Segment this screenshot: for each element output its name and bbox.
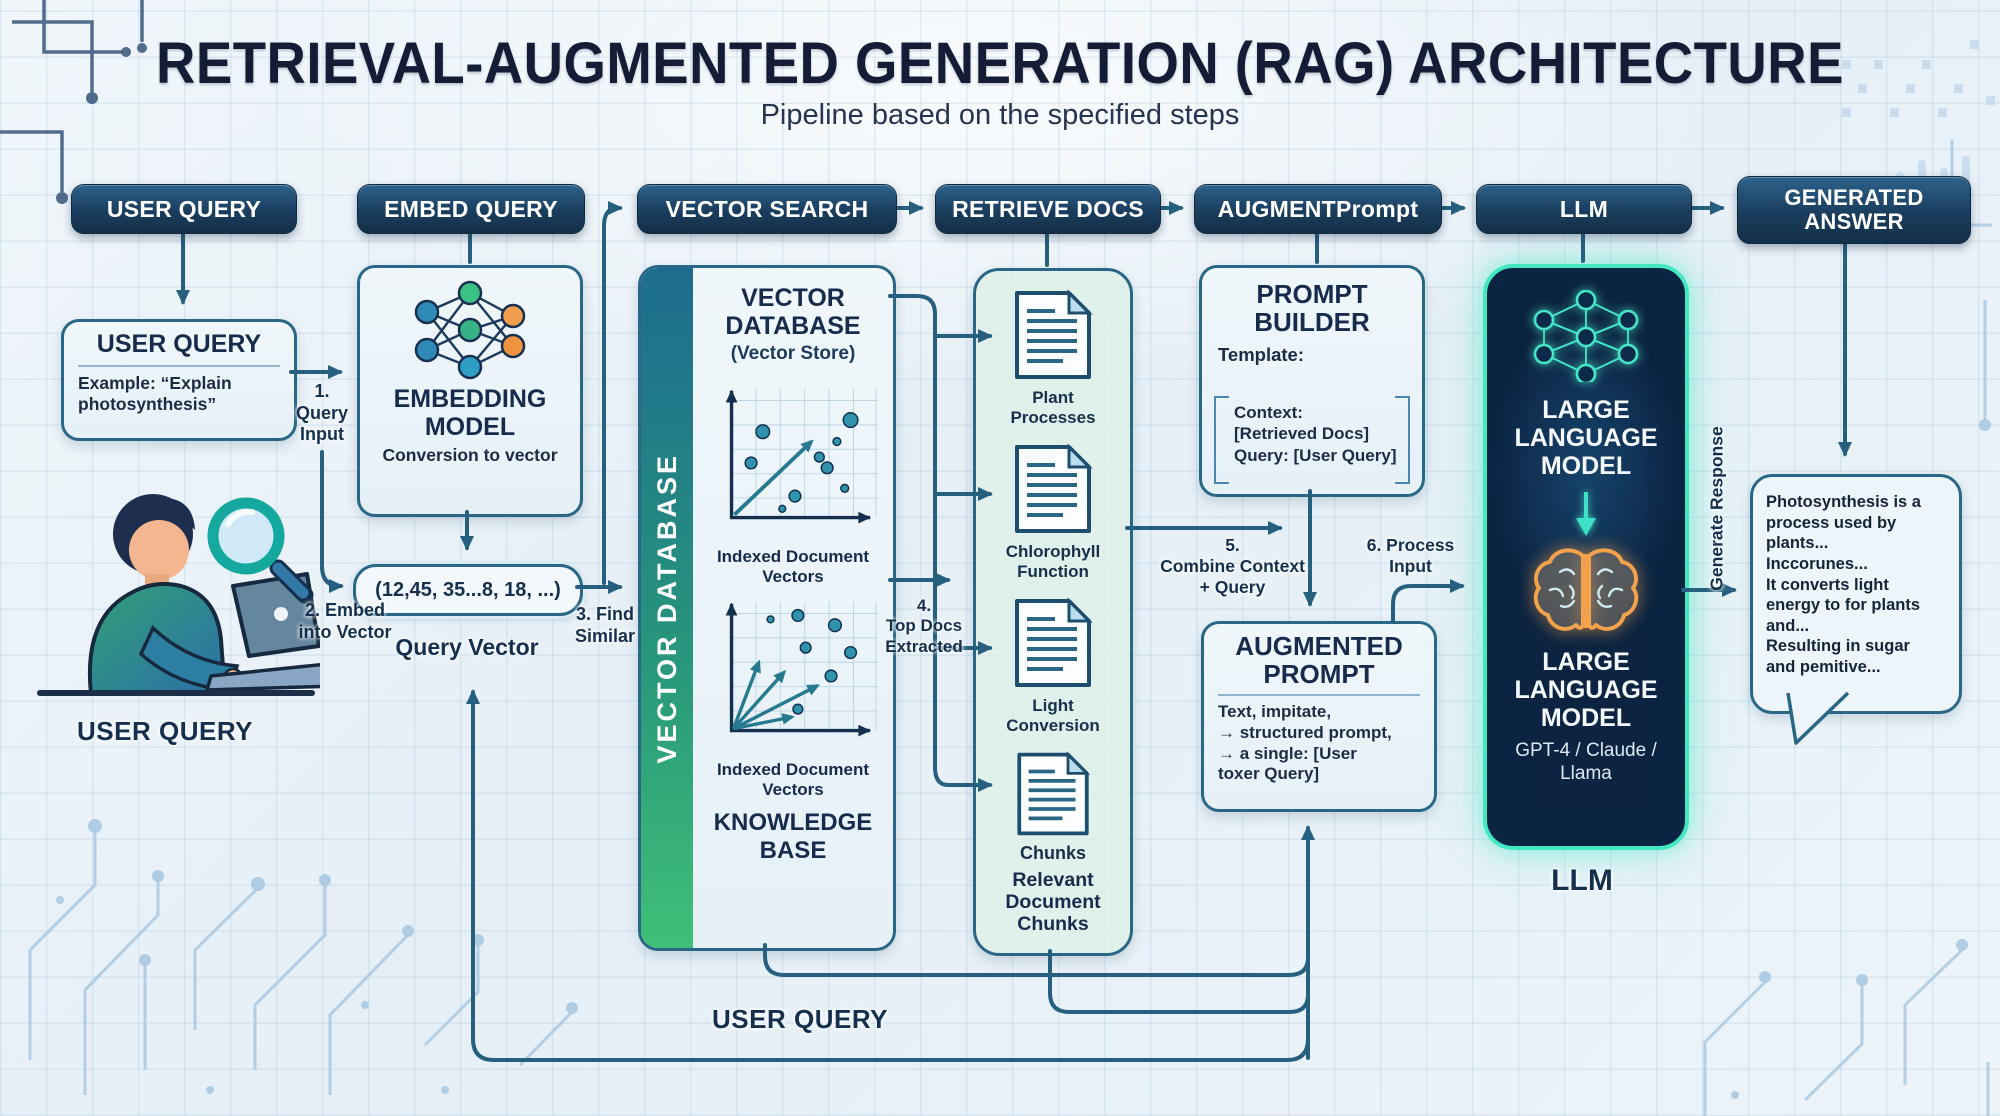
doc-label-1: Plant Processes bbox=[1010, 388, 1096, 427]
augmented-prompt-box: AUGMENTED PROMPT Text, impitate, → struc… bbox=[1201, 621, 1437, 812]
prompt-builder-box: PROMPT BUILDER Template: Context: [Retri… bbox=[1199, 265, 1425, 497]
bubble-tail bbox=[1786, 691, 1850, 745]
user-query-box-title: USER QUERY bbox=[96, 330, 262, 358]
page-title: RETRIEVAL-AUGMENTED GENERATION (RAG) ARC… bbox=[156, 31, 1844, 96]
person-at-laptop-icon bbox=[37, 494, 320, 696]
flow-label-step3: 3. Find Similar bbox=[574, 604, 636, 646]
pipeline-step-user-query: USER QUERY bbox=[71, 184, 297, 234]
llm-name-bottom: LARGE LANGUAGE MODEL bbox=[1514, 648, 1658, 732]
document-icon bbox=[1015, 443, 1093, 534]
doc-label-4: Chunks bbox=[1019, 843, 1086, 864]
llm-name-top: LARGE LANGUAGE MODEL bbox=[1514, 396, 1658, 480]
arrow-down-icon bbox=[1576, 492, 1596, 536]
document-icon bbox=[1017, 751, 1091, 836]
query-vector-label: Query Vector bbox=[395, 634, 539, 660]
neural-network-icon bbox=[414, 280, 526, 380]
user-query-example: Example: “Explain photosynthesis” bbox=[78, 373, 232, 414]
doc-label-3: Light Conversion bbox=[1006, 696, 1100, 735]
person-caption: USER QUERY bbox=[77, 716, 253, 746]
vector-database-title: VECTOR DATABASE bbox=[725, 284, 861, 340]
retrieved-docs-container: Plant Processes Chlorophyll Function Lig… bbox=[973, 268, 1133, 956]
pipeline-step-vector-search: VECTOR SEARCH bbox=[637, 184, 897, 234]
brain-icon bbox=[1533, 548, 1639, 631]
flow-label-generate-response: Generate Response bbox=[1706, 426, 1727, 591]
augmented-prompt-title: AUGMENTED PROMPT bbox=[1235, 631, 1403, 690]
embedding-model-title: EMBEDDING MODEL bbox=[393, 385, 547, 441]
pipeline-step-embed-query: EMBED QUERY bbox=[357, 184, 585, 234]
knowledge-base-label: KNOWLEDGE BASE bbox=[713, 809, 873, 864]
magnifying-glass-icon bbox=[207, 497, 314, 604]
prompt-builder-title: PROMPT BUILDER bbox=[1254, 279, 1370, 338]
query-vector-pill: (12,45, 35...8, 18, ...) bbox=[353, 564, 583, 616]
pipeline-step-retrieve-docs: RETRIEVE DOCS bbox=[935, 184, 1161, 234]
relevant-chunks-label: Relevant Document Chunks bbox=[1005, 868, 1101, 935]
pipeline-step-augment-prompt: AUGMENTPrompt bbox=[1194, 184, 1442, 234]
neural-network-icon bbox=[1533, 290, 1639, 382]
template-bracket-block: Context: [Retrieved Docs] Query: [User Q… bbox=[1214, 396, 1410, 484]
vector-database-box: VECTOR DATABASE VECTOR DATABASE (Vector … bbox=[638, 265, 896, 951]
flow-label-step4: 4. Top Docs Extracted bbox=[885, 596, 963, 656]
generated-answer-text: Photosynthesis is a process used by plan… bbox=[1766, 493, 1921, 676]
page-subtitle: Pipeline based on the specified steps bbox=[760, 99, 1240, 131]
scatter-plot-1 bbox=[725, 388, 878, 524]
template-body: Context: [Retrieved Docs] Query: [User Q… bbox=[1234, 403, 1397, 465]
vector-store-subtitle: (Vector Store) bbox=[730, 343, 856, 364]
scatter-plot-2 bbox=[725, 601, 878, 737]
pipeline-step-llm: LLM bbox=[1476, 184, 1692, 234]
plot2-caption: Indexed Document Vectors bbox=[716, 760, 870, 799]
pipeline-step-generated-answer: GENERATED ANSWER bbox=[1737, 176, 1971, 244]
embedding-model-subtitle: Conversion to vector bbox=[382, 445, 558, 465]
embedding-model-box: EMBEDDING MODEL Conversion to vector bbox=[357, 265, 583, 517]
flow-label-step2: 2. Embed into Vector bbox=[298, 600, 392, 642]
llm-caption: LLM bbox=[1551, 864, 1613, 897]
llm-box: LARGE LANGUAGE MODEL LARGE LANGUAGE MODE… bbox=[1483, 264, 1689, 850]
flow-label-user-query-bottom: USER QUERY bbox=[712, 1004, 888, 1034]
document-icon bbox=[1015, 597, 1093, 688]
generated-answer-bubble: Photosynthesis is a process used by plan… bbox=[1750, 474, 1962, 714]
augmented-prompt-body: Text, impitate, → structured prompt, → a… bbox=[1218, 702, 1392, 784]
flow-label-step5: 5. Combine Context + Query bbox=[1160, 535, 1305, 597]
doc-label-2: Chlorophyll Function bbox=[1005, 542, 1101, 581]
vector-database-band-label: VECTOR DATABASE bbox=[651, 452, 682, 764]
divider bbox=[1218, 694, 1420, 697]
flow-label-step1: 1. Query Input bbox=[295, 381, 349, 445]
llm-models: GPT-4 / Claude / Llama bbox=[1515, 740, 1657, 784]
divider bbox=[78, 365, 280, 367]
document-icon bbox=[1015, 289, 1093, 379]
right-bracket bbox=[1395, 396, 1410, 484]
flow-label-step6: 6. Process Input bbox=[1366, 535, 1455, 576]
plot1-caption: Indexed Document Vectors bbox=[716, 547, 870, 586]
left-bracket bbox=[1214, 396, 1229, 484]
user-query-box: USER QUERY Example: “Explain photosynthe… bbox=[61, 319, 297, 441]
template-label: Template: bbox=[1218, 344, 1305, 366]
